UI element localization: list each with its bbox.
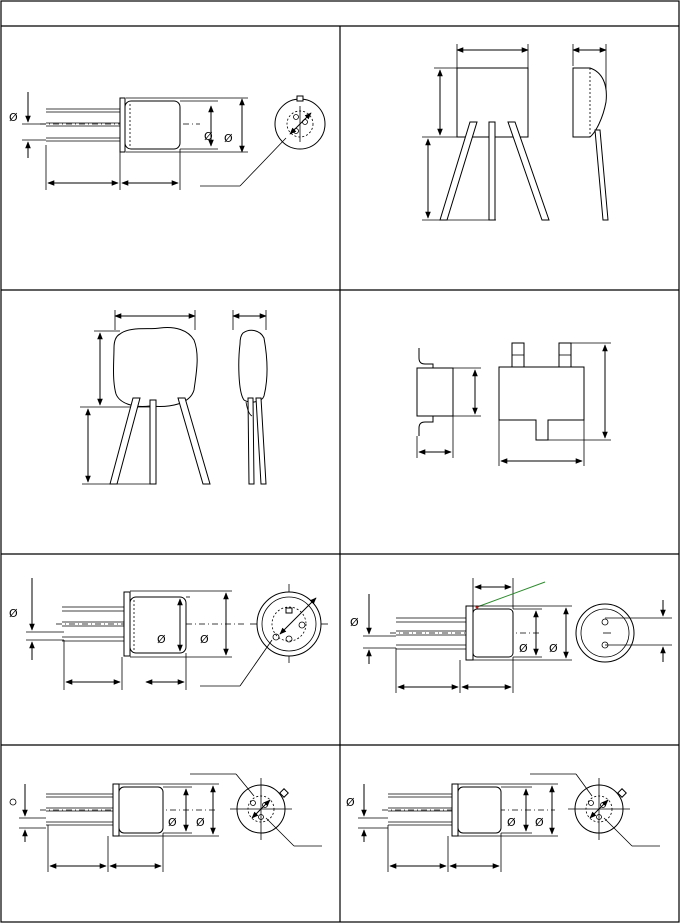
panel-to-can-2: Ø Ø Ø [9,578,328,690]
diameter-symbol-body: Ø [204,130,213,143]
marker-leader-line [476,581,546,608]
panel-to-can-1: Ø Ø Ø [9,92,326,190]
diameter-symbol-flange: Ø [224,132,233,145]
diameter-symbol-body-2: Ø [157,633,166,646]
diameter-symbol-lead-3: Ø [350,616,359,629]
diameter-symbol-flange-4: Ø [196,816,205,829]
diameter-symbol-body-3: Ø [519,642,528,655]
panel-radial-dipped-1 [422,44,609,221]
diameter-symbol-body-4: Ø [168,816,177,829]
diameter-symbol-flange-5: Ø [535,816,544,829]
diameter-symbol-flange-3: Ø [549,642,558,655]
diameter-symbol-body-5: Ø [507,816,516,829]
diameter-symbol-lead-4: Ø [346,796,355,809]
panel-to-can-marked: Ø Ø Ø [350,578,672,693]
panel-smd [416,342,611,466]
diameter-symbol-flange-2: Ø [200,633,209,646]
panel-to-can-3: Ø Ø [9,773,322,872]
panel-to-can-4: Ø Ø Ø [346,773,660,872]
diameter-symbol-lead-2: Ø [9,607,18,620]
panel-radial-dipped-round [80,310,268,485]
diameter-symbol-lead: Ø [9,111,18,124]
